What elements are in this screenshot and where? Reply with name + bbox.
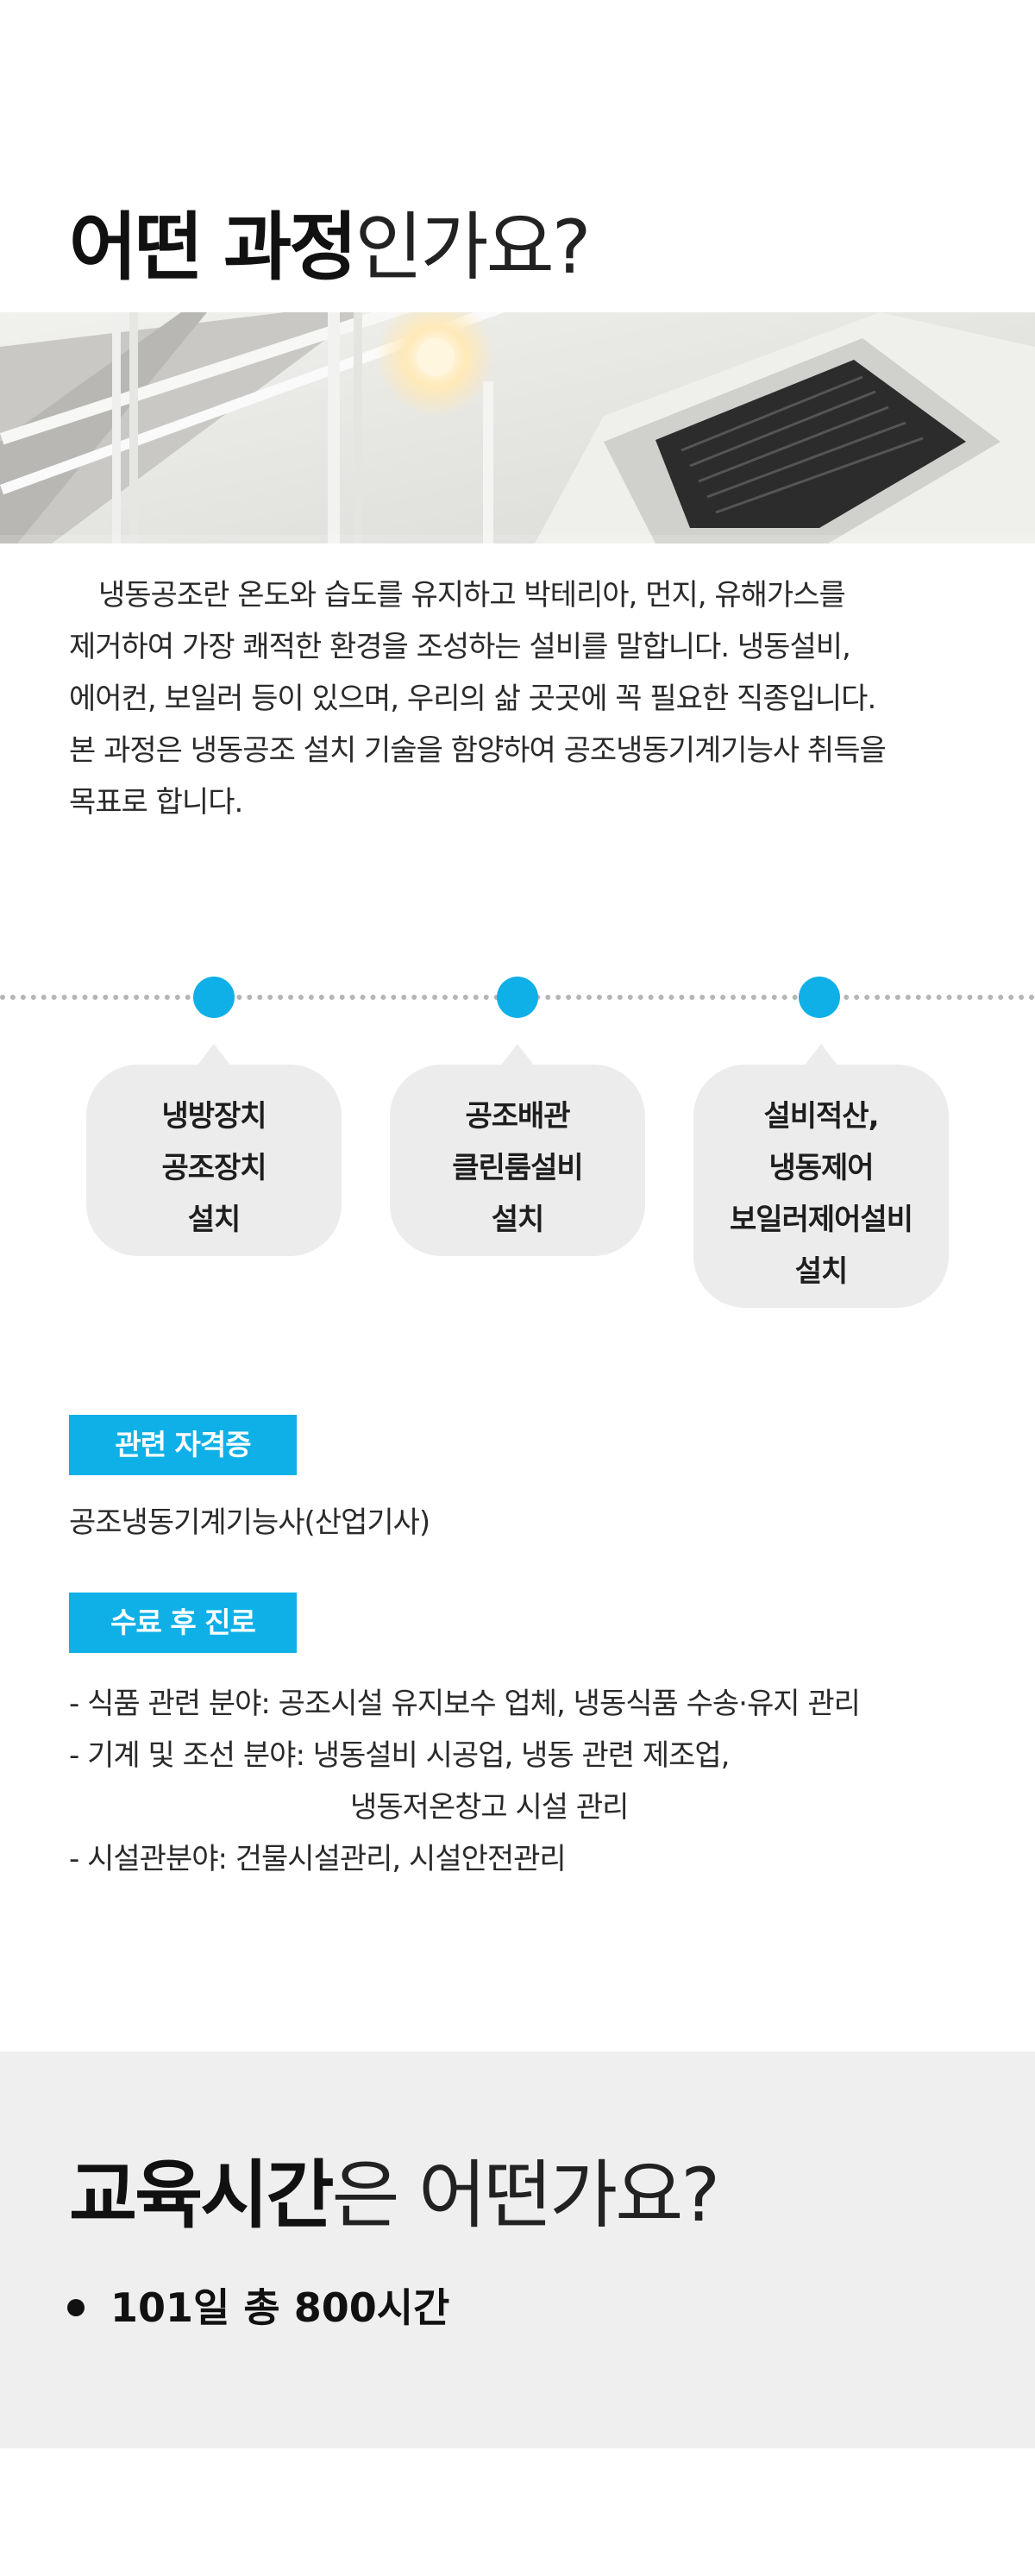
description-line: 목표로 합니다. bbox=[69, 785, 243, 820]
bubble-line: 공조장치 bbox=[161, 1151, 267, 1185]
career-item: - 기계 및 조선 분야: 냉동설비 시공업, 냉동 관련 제조업, bbox=[69, 1738, 730, 1773]
bubble-line: 냉동제어 bbox=[768, 1151, 874, 1185]
bubble-line: 설비적산, bbox=[763, 1099, 879, 1134]
bullet-icon bbox=[67, 2299, 85, 2316]
course-description: 냉동공조란 온도와 습도를 유지하고 박테리아, 먼지, 유해가스를 제거하여 … bbox=[69, 569, 983, 828]
timeline-bubble: 공조배관 클린룸설비 설치 bbox=[390, 1044, 645, 1256]
description-line: 냉동공조란 온도와 습도를 유지하고 박테리아, 먼지, 유해가스를 bbox=[98, 578, 846, 613]
air-conditioner-photo bbox=[0, 312, 1035, 543]
bubble-line: 클린룸설비 bbox=[452, 1151, 583, 1185]
education-title-bold: 교육시간 bbox=[69, 2152, 334, 2239]
timeline-bubble: 설비적산, 냉동제어 보일러제어설비 설치 bbox=[693, 1044, 949, 1308]
bubble-line: 냉방장치 bbox=[161, 1099, 267, 1134]
certification-text: 공조냉동기계기능사(산업기사) bbox=[69, 1505, 430, 1540]
title-bold: 어떤 과정 bbox=[69, 204, 357, 291]
career-item-continued: 냉동저온창고 시설 관리 bbox=[350, 1790, 629, 1825]
description-line: 에어컨, 보일러 등이 있으며, 우리의 삶 곳곳에 꼭 필요한 직종입니다. bbox=[69, 682, 876, 716]
education-title-light: 은 어떤가요? bbox=[331, 2152, 720, 2239]
description-line: 제거하여 가장 쾌적한 환경을 조성하는 설비를 말합니다. 냉동설비, bbox=[69, 630, 851, 664]
certification-tag: 관련 자격증 bbox=[69, 1415, 297, 1475]
timeline-bubble: 냉방장치 공조장치 설치 bbox=[86, 1044, 342, 1256]
timeline-dot bbox=[193, 977, 235, 1018]
career-item: - 식품 관련 분야: 공조시설 유지보수 업체, 냉동식품 수송·유지 관리 bbox=[69, 1687, 861, 1721]
page-title: 어떤 과정인가요? bbox=[69, 200, 591, 295]
career-tag: 수료 후 진로 bbox=[69, 1593, 297, 1653]
course-intro-section: 어떤 과정인가요? bbox=[0, 200, 1035, 1885]
bubble-line: 설치 bbox=[794, 1254, 849, 1289]
timeline-dot bbox=[799, 977, 840, 1018]
description-line: 본 과정은 냉동공조 설치 기술을 함양하여 공조냉동기계기능사 취득을 bbox=[69, 733, 887, 768]
education-title: 교육시간은 어떤가요? bbox=[69, 2148, 720, 2243]
education-hours: 101일 총 800시간 bbox=[67, 2278, 449, 2338]
timeline-dot bbox=[497, 977, 538, 1018]
hours-text: 101일 총 800시간 bbox=[110, 2284, 450, 2331]
career-item: - 시설관분야: 건물시설관리, 시설안전관리 bbox=[69, 1842, 567, 1876]
title-light: 인가요? bbox=[354, 204, 591, 291]
bubble-line: 보일러제어설비 bbox=[730, 1203, 913, 1237]
bubble-line: 설치 bbox=[187, 1203, 242, 1237]
career-list: - 식품 관련 분야: 공조시설 유지보수 업체, 냉동식품 수송·유지 관리 … bbox=[69, 1678, 861, 1885]
bubble-line: 공조배관 bbox=[465, 1099, 570, 1134]
ceiling-air-conditioner-image bbox=[0, 312, 1035, 543]
bubble-line: 설치 bbox=[491, 1203, 545, 1237]
education-time-section: 교육시간은 어떤가요? 101일 총 800시간 bbox=[0, 2051, 1035, 2448]
